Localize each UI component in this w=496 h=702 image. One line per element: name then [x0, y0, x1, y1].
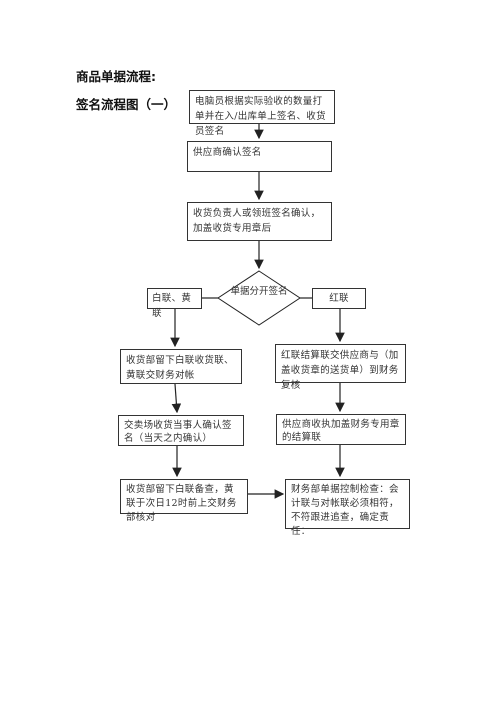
step-right-red-copy-review: 红联结算联交供应商与（加盖收货章的送货单）到财务复核 [275, 344, 406, 391]
page-title: 商品单据流程: [76, 69, 156, 84]
branch-white-yellow: 白联、黄联 [147, 288, 202, 319]
step-print-and-sign: 电脑员根据实际验收的数量打单并在入/出库单上签名、收货员签名 [189, 90, 335, 137]
step-left-floor-confirm: 交卖场收货当事人确认签名（当天之内确认） [118, 415, 244, 446]
step-right-supplier-receipt: 供应商收执加盖财务专用章的结算联 [276, 414, 406, 445]
step-receiving-lead-stamp: 收货负责人或领班签名确认，加盖收货专用章后 [187, 202, 332, 241]
step-right-finance-check: 财务部单据控制检查：会计联与对帐联必须相符，不符跟进追查，确定责任： [285, 479, 410, 537]
decision-label: 单据分开签名 [230, 286, 288, 297]
page-subtitle: 签名流程图（一） [76, 97, 177, 112]
branch-red: 红联 [312, 288, 366, 309]
step-supplier-confirm: 供应商确认签名 [187, 141, 332, 172]
arrow-left1-left2 [171, 383, 182, 414]
step-left-file-and-submit: 收货部留下白联备查，黄联于次日12时前上交财务部核对 [120, 479, 248, 523]
step-left-keep-white-copy: 收货部留下白联收货联、黄联交财务对帐 [120, 349, 242, 384]
decision-diamond [217, 270, 301, 326]
